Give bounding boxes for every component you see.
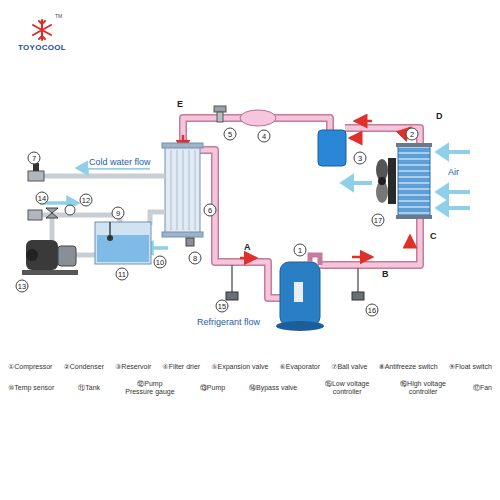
callout-number: 8: [189, 252, 202, 265]
part-name: ⑫Pump Pressure gauge: [124, 380, 176, 396]
callout-number: 5: [224, 128, 237, 141]
point-letter: A: [244, 243, 251, 253]
callout-number: 7: [28, 152, 41, 165]
part-name: ⑧Antifreeze switch: [378, 363, 437, 371]
compressor: [276, 255, 324, 331]
callout-number: 11: [116, 268, 129, 281]
part-name: ⑤Expansion valve: [211, 363, 268, 371]
part-name: ④Filter drier: [162, 363, 200, 371]
callout-number: 13: [16, 280, 29, 293]
callout-number: 14: [36, 192, 49, 205]
callout-number: 17: [372, 214, 385, 227]
callout-number: 16: [366, 304, 379, 317]
callout-number: 15: [216, 300, 229, 313]
legend-row: ⑩Temp sensor ⑪Tank ⑫Pump Pressure gauge ⑬Pu…: [8, 380, 492, 396]
high-voltage-controller: [352, 268, 364, 300]
part-name: ⑯High voltage controller: [397, 380, 449, 396]
evaporator: [162, 143, 203, 237]
part-name: ①Compressor: [8, 363, 52, 371]
filter-drier: [240, 110, 276, 126]
callout-number: 1: [294, 244, 307, 257]
flow-label: Air: [447, 168, 460, 178]
pump: [22, 240, 78, 275]
part-name: ③Reservoir: [115, 363, 151, 371]
logo-snowflake: [33, 20, 51, 40]
brand-name: TOYOCOOL: [18, 44, 66, 53]
trademark: TM: [55, 14, 62, 20]
part-name: ②Condenser: [63, 363, 104, 371]
callout-number: 4: [258, 130, 271, 143]
reservoir: [318, 130, 346, 166]
part-name: ⑰Fan: [473, 384, 492, 392]
fan: [376, 158, 396, 204]
bypass-valve: [46, 208, 58, 218]
flow-label: Refrigerant flow: [196, 318, 261, 328]
condenser: [396, 143, 432, 219]
part-name: ⑨Float switch: [449, 363, 492, 371]
callout-number: 3: [354, 152, 367, 165]
part-name: ⑦Ball valve: [331, 363, 367, 371]
callout-number: 6: [204, 204, 217, 217]
part-name: ⑮Low voltage controller: [321, 380, 373, 396]
flow-label: Cold water flow: [88, 158, 152, 168]
low-voltage-controller: [226, 265, 238, 300]
part-name: ⑩Temp sensor: [8, 384, 54, 392]
part-name: ⑪Tank: [78, 384, 100, 392]
point-letter: B: [382, 270, 389, 280]
tank: [95, 222, 151, 264]
legend-row: ①Compressor ②Condenser ③Reservoir ④Filter d…: [8, 363, 492, 371]
callout-number: 10: [154, 256, 167, 269]
callout-number: 2: [406, 128, 419, 141]
callout-number: 12: [80, 194, 93, 207]
pressure-gauge: [65, 205, 75, 215]
point-letter: C: [430, 232, 437, 242]
antifreeze-switch: [186, 238, 194, 246]
part-name: ⑥Evaporator: [280, 363, 321, 371]
callout-number: 9: [112, 207, 125, 220]
expansion-valve: [214, 106, 226, 122]
point-letter: D: [436, 112, 443, 122]
point-letter: E: [177, 100, 183, 110]
part-name: ⑭Bypass valve: [249, 384, 297, 392]
part-name: ⑬Pump: [200, 384, 225, 392]
